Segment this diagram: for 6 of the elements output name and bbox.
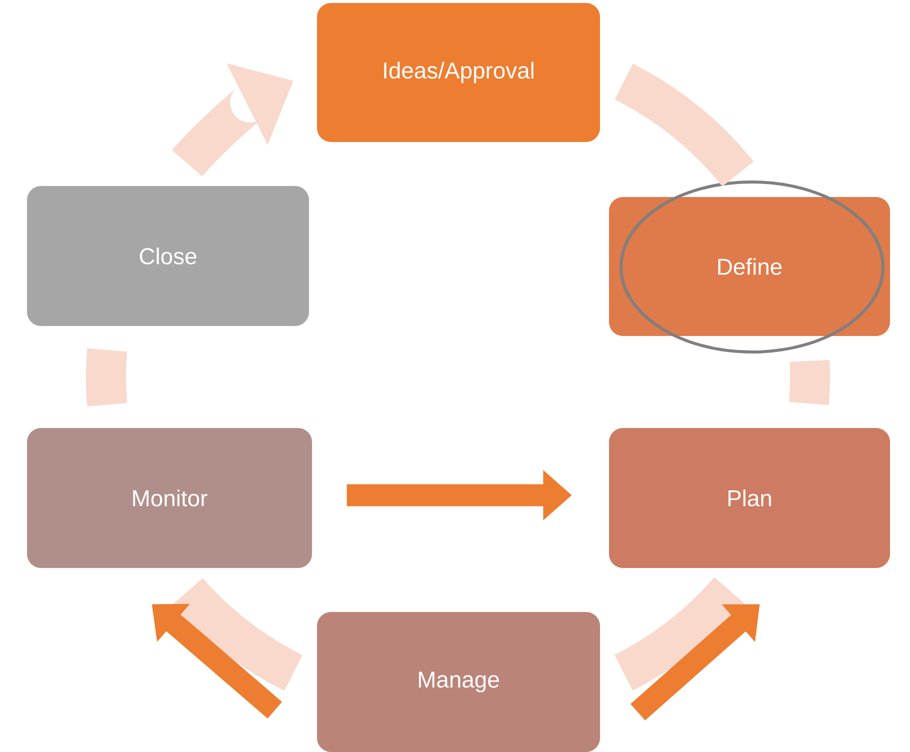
process-box: Ideas/Approval — [317, 3, 600, 142]
process-box: Manage — [317, 612, 600, 752]
process-box: Plan — [609, 428, 890, 568]
process-box: Define — [609, 196, 890, 336]
process-box: Monitor — [27, 428, 312, 568]
process-box: Close — [27, 186, 309, 326]
